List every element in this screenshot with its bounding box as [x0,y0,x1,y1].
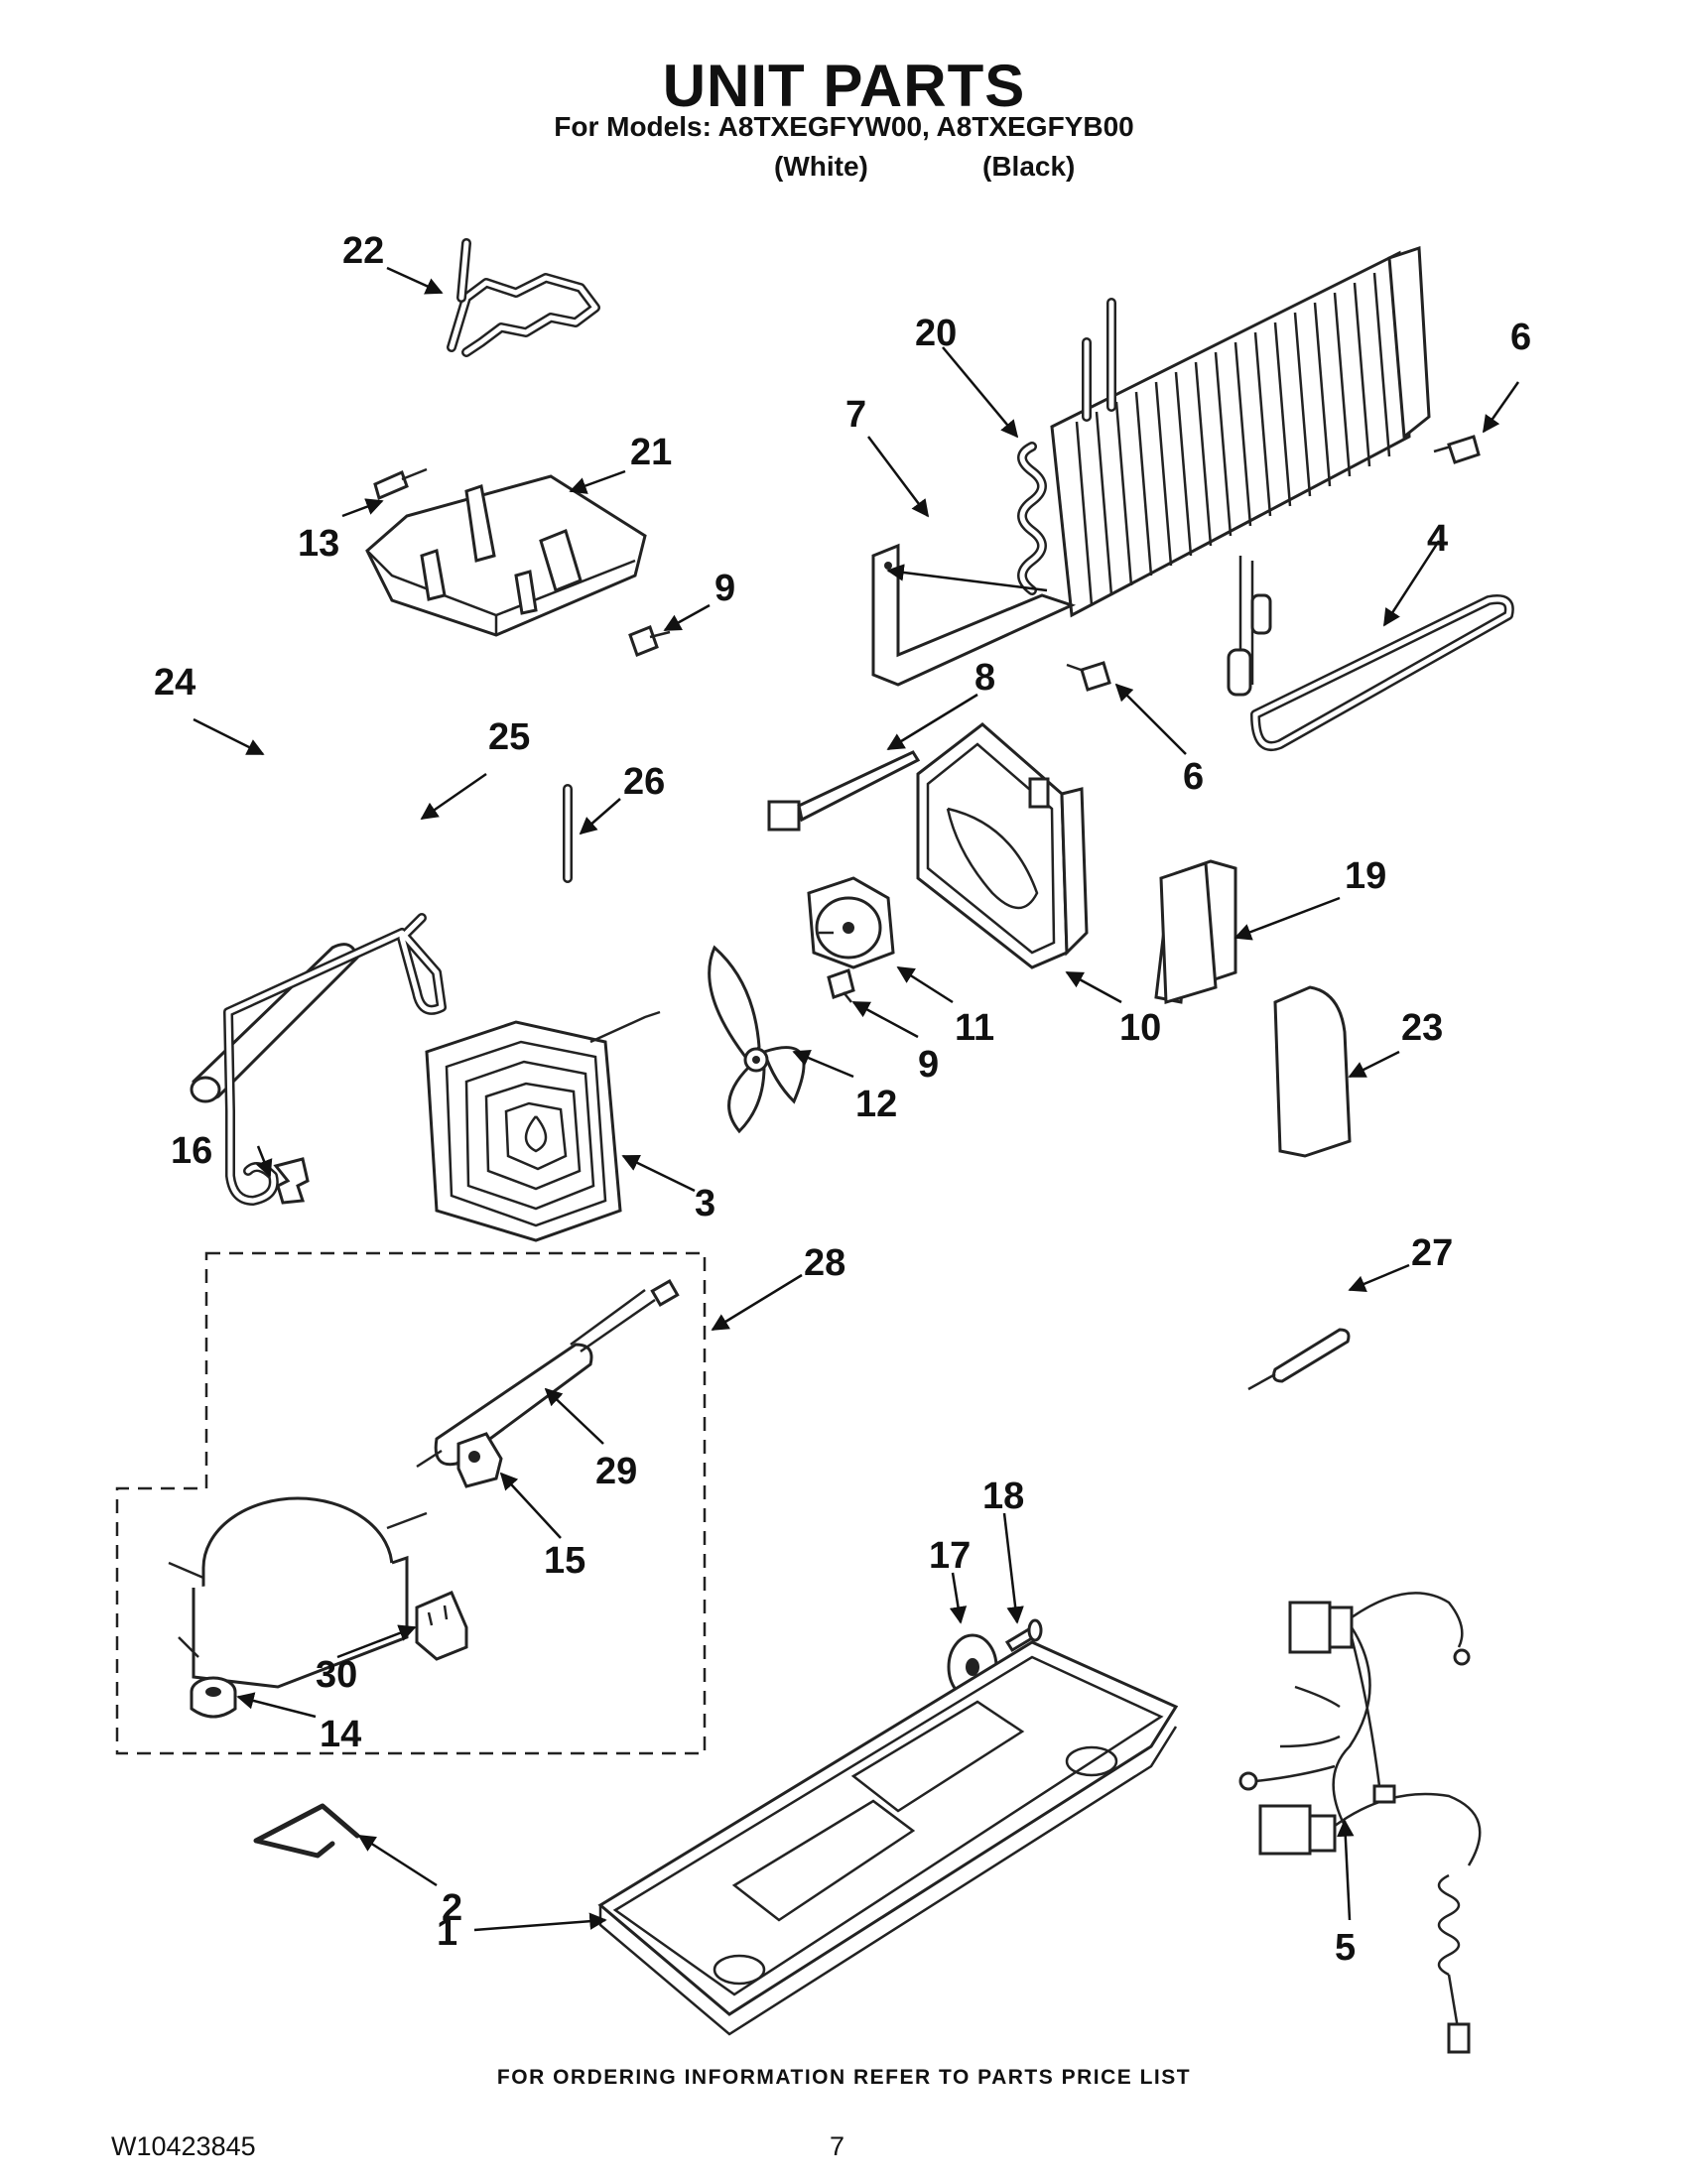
part-1-base-plate [597,1640,1179,2036]
part-2-clip [253,1803,360,1859]
callout-7: 7 [845,394,866,436]
part-19-foam-block [1154,859,1237,1004]
callout-labels: 22 21 13 9 20 7 6 6 4 8 24 25 26 19 10 1… [154,230,1531,1969]
callout-24: 24 [154,662,195,704]
part-6-screw-lower [1066,661,1111,692]
callout-23: 23 [1401,1007,1443,1049]
part-6-screw-right [1433,435,1481,464]
color-white-label: (White) [774,151,868,182]
color-black-label: (Black) [982,151,1076,182]
part-15-overload [456,1432,503,1488]
callout-3: 3 [695,1183,715,1224]
part-10-fan-shroud [916,722,1089,969]
callout-22: 22 [342,230,384,272]
page-title: UNIT PARTS [662,53,1026,119]
callout-6-lower: 6 [1183,756,1204,798]
part-7-bracket [871,543,1077,687]
callout-4: 4 [1427,518,1448,560]
document-number: W10423845 [111,2131,256,2161]
part-4-defrost-heater [1227,556,1514,751]
part-29-filter-drier [416,1279,680,1469]
page-number: 7 [830,2131,845,2161]
callout-1: 1 [437,1912,457,1954]
callout-16: 16 [171,1130,212,1172]
part-23-foam-block [1273,985,1352,1158]
callout-30: 30 [316,1654,357,1696]
callout-13: 13 [298,523,339,565]
compressor [168,1496,428,1689]
callout-20: 20 [915,313,957,354]
callout-10: 10 [1119,1007,1161,1049]
callout-9-lower: 9 [918,1044,939,1086]
leader-lines [193,266,1520,1932]
callout-2: 2 [442,1887,462,1929]
part-9-screw-lower [827,968,855,1003]
callout-6-right: 6 [1510,317,1531,358]
callout-8: 8 [974,657,995,699]
callout-28: 28 [804,1242,845,1284]
part-3-condenser [425,1010,661,1242]
part-16-clip [273,1157,310,1205]
part-22-heater-wire [447,238,600,357]
callout-29: 29 [595,1451,637,1492]
part-13-screw [373,467,428,501]
callout-21: 21 [630,432,672,473]
callout-25: 25 [488,716,530,758]
part-27-tube [1247,1328,1351,1391]
part-20-evaporator [1017,245,1431,618]
callout-19: 19 [1345,855,1386,897]
callout-26: 26 [623,761,665,803]
callout-14: 14 [320,1714,361,1755]
part-8-cable-tie [767,750,921,832]
part-14-grommet [190,1676,237,1719]
part-11-fan-motor [807,876,895,969]
models-line: For Models: A8TXEGFYW00, A8TXEGFYB00 [554,111,1134,142]
part-9-screw-upper [628,625,671,657]
callout-12: 12 [855,1084,897,1125]
callout-11: 11 [955,1007,994,1049]
part-25-tube [223,913,447,1206]
callout-9-upper: 9 [714,568,735,609]
part-18-axle-pin [1004,1618,1043,1653]
part-5-wire-harness [1238,1592,1482,2054]
part-21-bracket-tray [365,474,647,637]
part-12-fan-blade [708,945,806,1134]
callout-27: 27 [1411,1232,1453,1274]
callout-15: 15 [544,1540,585,1582]
part-30-relay [415,1591,468,1661]
ordering-note: FOR ORDERING INFORMATION REFER TO PARTS … [496,2066,1192,2089]
part-28-group-box [115,1251,707,1755]
callout-18: 18 [982,1476,1024,1517]
callout-5: 5 [1335,1927,1356,1969]
callout-17: 17 [929,1535,971,1577]
